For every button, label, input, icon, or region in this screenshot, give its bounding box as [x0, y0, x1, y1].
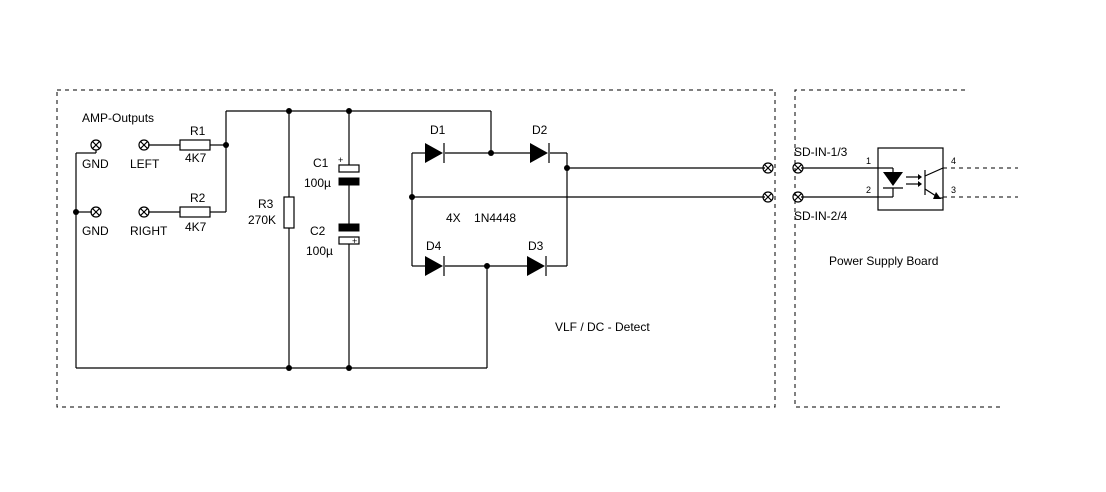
label-pin-4: 4: [951, 156, 956, 166]
label-sd-in-24: SD-IN-2/4: [794, 209, 848, 223]
label-d3: D3: [528, 239, 544, 253]
terminal-out-1: [762, 162, 774, 174]
wiring: [75, 110, 878, 369]
label-sd-in-13: SD-IN-1/3: [794, 145, 848, 159]
terminal-right: [138, 206, 150, 218]
label-gnd-top: GND: [82, 157, 109, 171]
diode-d4: [425, 256, 445, 276]
label-gnd-bottom: GND: [82, 224, 109, 238]
label-pin-3: 3: [951, 185, 956, 195]
label-r1: R1: [190, 124, 206, 138]
capacitor-c2: [338, 223, 360, 245]
resistor-r3: [283, 196, 295, 229]
label-r3-value: 270K: [248, 213, 276, 227]
diode-d2: [530, 143, 550, 163]
label-amp-outputs: AMP-Outputs: [82, 111, 154, 125]
terminal-sd-in-13: [792, 162, 804, 174]
label-pin-1: 1: [866, 156, 871, 166]
diode-d1: [425, 143, 445, 163]
diode-d3: [527, 256, 547, 276]
label-c1-plus: +: [338, 155, 343, 165]
label-vlf-dc-detect: VLF / DC - Detect: [555, 320, 650, 334]
terminal-out-2: [762, 191, 774, 203]
label-right: RIGHT: [130, 224, 168, 238]
label-power-supply-board: Power Supply Board: [829, 254, 938, 268]
label-diodes-type: 4X 1N4448: [446, 211, 516, 225]
label-c1: C1: [313, 156, 329, 170]
terminal-sd-in-24: [792, 191, 804, 203]
junction-dots: [73, 108, 570, 371]
capacitor-c1: [338, 164, 360, 186]
label-r3: R3: [258, 197, 274, 211]
resistor-r2: [179, 206, 211, 218]
label-c2: C2: [310, 224, 326, 238]
label-d4: D4: [426, 239, 442, 253]
label-r2-value: 4K7: [185, 220, 207, 234]
terminal-left: [138, 139, 150, 151]
vlf-detect-board-outline: [56, 89, 776, 408]
label-left: LEFT: [130, 157, 160, 171]
label-d1: D1: [430, 123, 446, 137]
label-d2: D2: [532, 123, 548, 137]
optocoupler: [877, 147, 944, 211]
label-pin-2: 2: [866, 185, 871, 195]
terminal-gnd-top: [90, 139, 102, 154]
label-r2: R2: [190, 191, 206, 205]
label-r1-value: 4K7: [185, 151, 207, 165]
label-c2-value: 100µ: [306, 244, 333, 258]
label-c1-value: 100µ: [304, 176, 331, 190]
resistor-r1: [179, 139, 211, 151]
power-supply-board-outline: [794, 89, 1003, 408]
terminal-gnd-bottom: [90, 206, 102, 218]
label-c2-plus: +: [352, 236, 357, 246]
